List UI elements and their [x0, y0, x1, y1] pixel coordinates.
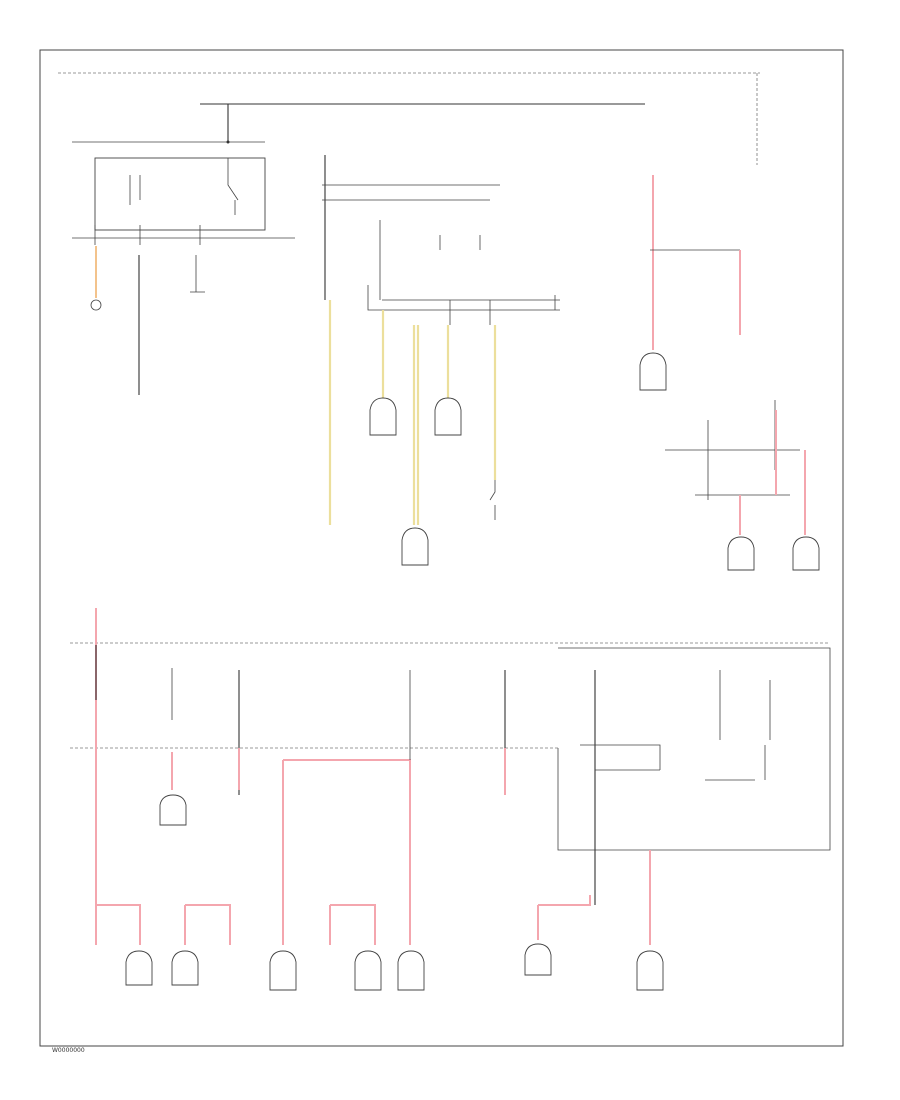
switch-center	[489, 480, 496, 520]
bottom-feeds	[95, 608, 771, 945]
diagram-frame	[39, 49, 844, 1047]
comp-center-2	[434, 397, 462, 436]
comp-center-3	[401, 527, 429, 566]
comp-bottom-a	[159, 794, 187, 826]
comp-b2	[171, 950, 199, 986]
comp-b5	[397, 950, 425, 991]
comp-b1	[125, 950, 153, 986]
wire-yellow-3	[412, 325, 420, 525]
bottom-components	[125, 943, 664, 991]
comp-b3	[269, 950, 297, 991]
comp-right-1	[639, 352, 667, 391]
diagram-id-label: W0000000	[52, 1047, 85, 1054]
comp-right-2	[727, 536, 755, 571]
right-circuit-group	[639, 175, 820, 571]
middle-fuse-group	[322, 155, 560, 325]
comp-b6	[524, 943, 552, 976]
lower-box	[557, 647, 831, 851]
left-relay-group	[72, 103, 645, 395]
comp-right-3	[792, 536, 820, 571]
comp-b7	[636, 950, 664, 991]
bottom-branch-lines	[96, 904, 376, 945]
comp-center-1	[369, 397, 397, 436]
comp-b4	[354, 950, 382, 991]
